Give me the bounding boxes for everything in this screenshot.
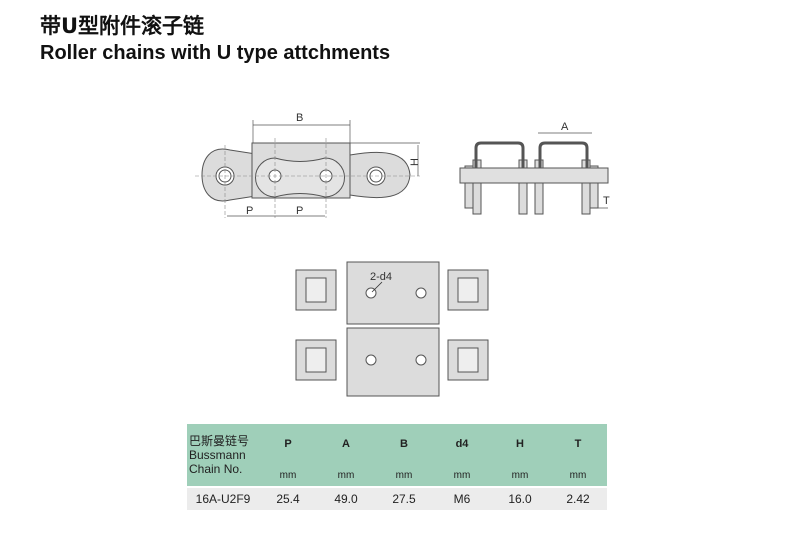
side-view [201,142,411,202]
header-chain-no: 巴斯曼链号 Bussmann Chain No. [187,424,259,487]
cell-b: 27.5 [375,486,433,510]
label-p2: P [296,205,303,217]
unit: mm [549,464,607,487]
cell-t: 2.42 [549,486,607,510]
label-p1: P [246,205,253,217]
label-a: A [561,121,569,133]
table-row: 16A-U2F9 25.4 49.0 27.5 M6 16.0 2.42 [187,486,607,510]
cell-h: 16.0 [491,486,549,510]
unit: mm [433,464,491,487]
unit: mm [317,464,375,487]
top-view [295,261,489,397]
header-d4: d4 [433,424,491,464]
spec-table: 巴斯曼链号 Bussmann Chain No. P A B d4 H T mm… [187,424,607,510]
unit: mm [259,464,317,487]
label-b: B [296,112,303,124]
label-t: T [603,195,610,207]
header-a: A [317,424,375,464]
title-chinese: 带U型附件滚子链 [40,14,205,38]
cell-chain-no: 16A-U2F9 [187,486,259,510]
label-h: H [409,158,421,166]
d4-leader-line [371,281,383,293]
header-h: H [491,424,549,464]
title-english: Roller chains with U type attchments [40,42,391,64]
unit: mm [491,464,549,487]
front-view [459,141,609,215]
header-b: B [375,424,433,464]
label-d4: 2-d4 [370,271,392,283]
cell-d4: M6 [433,486,491,510]
cell-p: 25.4 [259,486,317,510]
header-t: T [549,424,607,464]
cell-a: 49.0 [317,486,375,510]
header-p: P [259,424,317,464]
unit: mm [375,464,433,487]
